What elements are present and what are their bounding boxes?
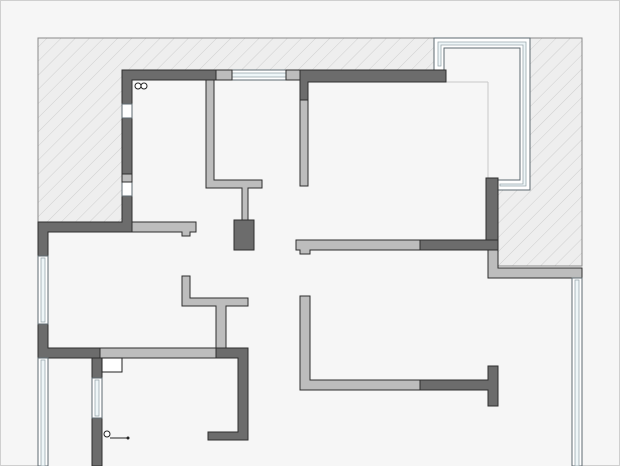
window-top-jamb-right	[285, 69, 301, 81]
interior-floor	[48, 80, 572, 466]
exterior-walls	[37, 69, 499, 466]
window-living-left-glass	[40, 257, 46, 323]
cabinet-icon	[101, 357, 123, 373]
window-corridor-glass	[94, 379, 100, 417]
window-left-upper	[121, 103, 133, 119]
sink-icon	[134, 82, 148, 90]
window-top-jamb-left	[215, 69, 233, 81]
window-top-glass	[231, 72, 287, 78]
column-icon	[233, 219, 255, 251]
outlet-icon	[103, 430, 130, 440]
window-left-mid-jamb	[121, 173, 133, 183]
windows	[37, 69, 583, 466]
interior-walls	[99, 79, 583, 391]
window-bedroom-left-glass	[40, 359, 46, 466]
window-right-lower-glass	[574, 279, 580, 466]
